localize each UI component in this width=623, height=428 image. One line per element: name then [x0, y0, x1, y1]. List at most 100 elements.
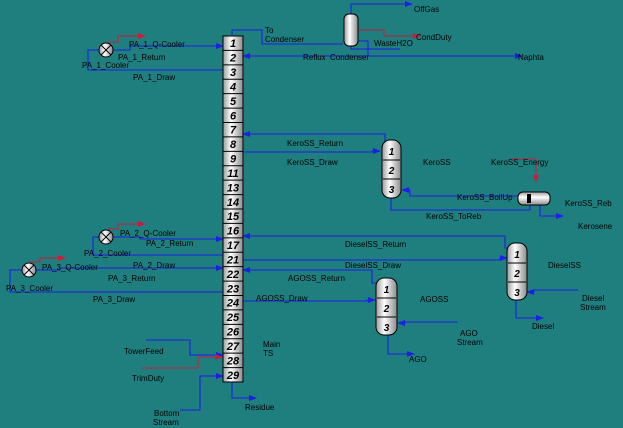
pa3-qcooler-stream[interactable]: [30, 255, 66, 263]
wasteh2o-stream[interactable]: [350, 46, 400, 50]
ago-stream-feed[interactable]: [397, 320, 458, 326]
dieselss-shell: [506, 242, 528, 301]
main-column-stage-10: 11: [227, 168, 238, 180]
label-trimduty: TrimDuty: [132, 374, 164, 383]
label-bottom-stream-1: Bottom: [154, 409, 180, 418]
label-condenser: Condenser: [330, 53, 369, 62]
pa1-cooler[interactable]: [98, 42, 114, 58]
condduty-stream[interactable]: [358, 29, 421, 39]
dieselss-stage-1: 1: [514, 250, 520, 261]
main-column-stage-7: 7: [230, 125, 237, 137]
main-column-stage-22: 27: [226, 341, 240, 353]
label-pa1-draw: PA_1_Draw: [133, 73, 175, 82]
bottom-stream[interactable]: [180, 373, 224, 411]
pa1-return-stream[interactable]: [113, 43, 224, 51]
main-column-stage-5: 5: [230, 96, 237, 108]
agoss-draw-stream[interactable]: [243, 297, 376, 303]
pa3-cooler[interactable]: [21, 262, 37, 278]
label-keross-toreb: KeroSS_ToReb: [426, 212, 482, 221]
keross-toreb-stream[interactable]: [390, 198, 531, 211]
residue-stream[interactable]: [231, 382, 257, 401]
pa1-draw-stream[interactable]: [87, 49, 224, 71]
label-residue: Residue: [245, 403, 275, 412]
pa2-qcooler-stream[interactable]: [108, 221, 146, 230]
main-column-stage-13: 15: [227, 211, 240, 223]
pa3-draw-stream[interactable]: [9, 269, 224, 293]
main-column-stage-2: 2: [229, 53, 236, 65]
offgas-stream[interactable]: [350, 1, 413, 15]
main-column-stage-6: 6: [230, 110, 237, 122]
pa3-return-stream[interactable]: [36, 265, 224, 271]
label-diesel: Diesel: [532, 322, 554, 331]
main-column-stage-18: 23: [226, 283, 239, 295]
keross-stage-3: 3: [389, 185, 395, 196]
pa1-qcooler-stream[interactable]: [108, 33, 146, 43]
label-ago: AGO: [409, 355, 427, 364]
keross-stripper[interactable]: 1 2 3: [381, 139, 402, 199]
label-ago-stream-2: Stream: [457, 338, 483, 347]
pa2-draw-stream[interactable]: [92, 236, 224, 256]
label-pa3-cooler: PA_3_Cooler: [6, 284, 53, 293]
label-keross-boilup: KeroSS_BoilUp: [457, 193, 513, 202]
trimduty-stream[interactable]: [142, 354, 223, 369]
main-column-stage-15: 17: [227, 240, 240, 252]
label-pa2-qcooler: PA_2_Q-Cooler: [120, 229, 176, 238]
keross-reboiler[interactable]: [517, 191, 551, 206]
main-column-stage-8: 8: [230, 139, 237, 151]
agoss-shell: [375, 277, 398, 336]
diesel-product-stream[interactable]: [515, 300, 544, 321]
keross-energy-stream[interactable]: [512, 158, 539, 183]
label-dieselss-return: DieselSS_Return: [345, 240, 406, 249]
reflux-stream[interactable]: [242, 40, 369, 59]
main-column-stage-12: 14: [227, 197, 239, 209]
label-pa1-cooler: PA_1_Cooler: [82, 61, 129, 70]
label-ago-stream-1: AGO: [460, 329, 478, 338]
label-pa2-draw: PA_2_Draw: [133, 261, 175, 270]
label-wasteh2o: WasteH2O: [374, 39, 413, 48]
dieselss-stage-3: 3: [514, 288, 520, 299]
label-keross: KeroSS: [423, 158, 451, 167]
label-main-column-2: TS: [263, 349, 273, 358]
agoss-stage-3: 3: [384, 323, 390, 334]
to-condenser-stream[interactable]: [231, 29, 343, 45]
pa2-cooler[interactable]: [98, 229, 114, 245]
keross-stage-2: 2: [388, 166, 395, 177]
kerosene-stream[interactable]: [539, 205, 564, 219]
label-dieselss-draw: DieselSS_Draw: [345, 261, 401, 270]
main-column-stage-9: 9: [230, 154, 237, 166]
diesel-stream-feed[interactable]: [526, 289, 578, 295]
dieselss-return-stream[interactable]: [242, 233, 508, 249]
dieselss-draw-stream[interactable]: [243, 255, 508, 261]
condenser-vessel[interactable]: [343, 13, 359, 47]
towerfeed-stream[interactable]: [146, 339, 224, 358]
keross-draw-stream[interactable]: [243, 148, 381, 154]
main-column-stage-24: 29: [226, 370, 240, 382]
agoss-stripper[interactable]: 1 2 3: [375, 277, 398, 336]
keross-stage-1: 1: [389, 147, 395, 158]
main-column-stage-23: 28: [226, 355, 240, 367]
label-pa2-return: PA_2_Return: [146, 239, 193, 248]
label-main-column-1: Main: [263, 340, 280, 349]
pa2-return-stream[interactable]: [113, 236, 224, 242]
label-reflux: Reflux: [303, 53, 326, 62]
dieselss-stage-2: 2: [513, 269, 520, 280]
agoss-return-stream[interactable]: [242, 267, 376, 284]
label-naphta: Naphta: [518, 53, 544, 62]
label-agoss: AGOSS: [420, 295, 448, 304]
label-keross-draw: KeroSS_Draw: [287, 158, 338, 167]
agoss-stage-1: 1: [384, 285, 390, 296]
dieselss-stripper[interactable]: 1 2 3: [506, 242, 528, 301]
label-pa3-draw: PA_3_Draw: [93, 295, 135, 304]
label-agoss-draw: AGOSS_Draw: [256, 294, 308, 303]
main-column-stage-14: 16: [227, 226, 240, 238]
label-agoss-return: AGOSS_Return: [288, 274, 345, 283]
label-pa1-return: PA_1_Return: [118, 53, 165, 62]
label-keross-energy: KeroSS_Energy: [491, 158, 548, 167]
ago-product-stream[interactable]: [387, 334, 415, 357]
label-towerfeed: TowerFeed: [124, 347, 164, 356]
agoss-stage-2: 2: [383, 304, 390, 315]
keross-boilup-stream[interactable]: [401, 187, 518, 197]
main-column-stage-19: 24: [226, 298, 239, 310]
label-kerosene: Kerosene: [578, 222, 613, 231]
